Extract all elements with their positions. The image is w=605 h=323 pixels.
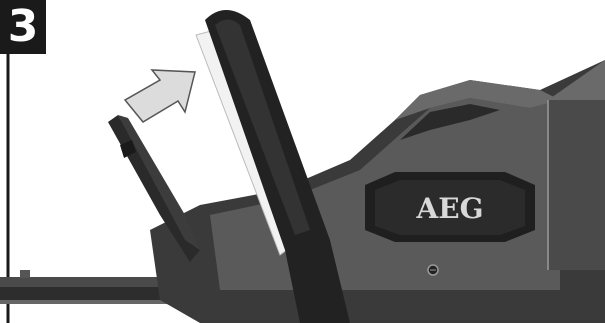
screw-icon <box>428 265 438 275</box>
brand-logo: AEG <box>416 192 484 225</box>
push-arrow-icon <box>125 70 195 122</box>
